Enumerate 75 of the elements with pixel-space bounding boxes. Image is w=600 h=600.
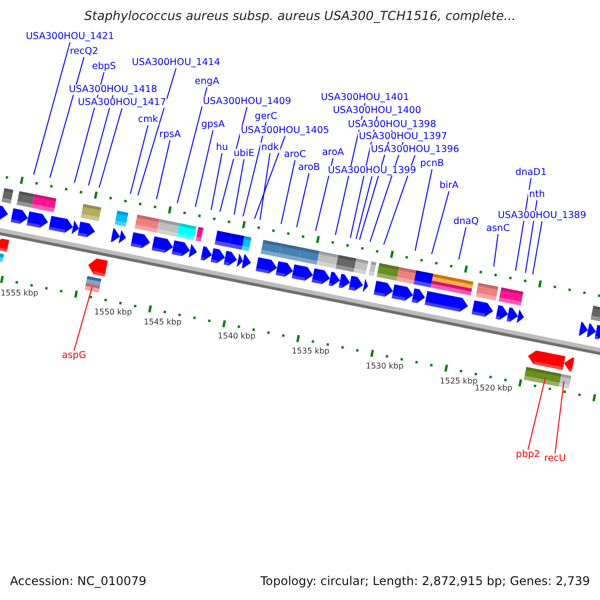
scale-label: 1545 kbp — [144, 318, 182, 328]
leader-line — [210, 152, 222, 211]
map-title: Staphylococcus aureus subsp. aureus USA300_TCH1516, complete... — [84, 9, 516, 23]
gene-label: USA300HOU_1405 — [240, 126, 330, 136]
leader-line — [130, 124, 148, 194]
gene-label: aroA — [321, 148, 345, 158]
footer-text: Topology: circular; Length: 2,872,915 bp; Genes: 2,739 — [260, 575, 590, 588]
gene-label: gerC — [254, 112, 278, 122]
gene-label: pbp2 — [514, 450, 542, 460]
footer-text: Accession: NC_010079 — [10, 575, 146, 588]
gene-label: USA300HOU_1398 — [346, 120, 438, 130]
leader-line — [414, 168, 432, 252]
leader-line — [98, 108, 122, 188]
gene-label: dnaD1 — [514, 168, 548, 178]
leader-line — [33, 42, 70, 176]
gene-label: USA300HOU_1417 — [76, 98, 168, 108]
leader-line — [74, 286, 93, 352]
gene-label: USA300HOU_1400 — [332, 106, 422, 116]
leader-line — [156, 140, 170, 200]
gene-label: ubiE — [232, 148, 256, 160]
leader-line — [493, 234, 498, 267]
leader-line — [137, 68, 176, 196]
gene-label: dnaQ — [452, 216, 480, 228]
gene-label: USA300HOU_1396 — [370, 144, 460, 156]
leader-line — [524, 200, 538, 274]
leader-line — [554, 380, 564, 454]
gene-label: USA300HOU_1409 — [202, 96, 292, 108]
leader-line — [49, 56, 84, 178]
leader-line — [458, 226, 466, 260]
leader-line — [296, 172, 310, 228]
gene-label: aspG — [60, 350, 88, 362]
gene-label: hu — [214, 142, 230, 154]
leader-line — [280, 160, 296, 224]
leader-line — [528, 377, 546, 450]
scale-label: 1530 kbp — [366, 362, 404, 372]
leader-line — [515, 178, 532, 272]
gene-label: asnC — [485, 224, 511, 234]
scale-label: 1540 kbp — [218, 333, 256, 342]
gene-label: USA300HOU_1397 — [358, 132, 448, 142]
gene-label: recU — [543, 454, 567, 464]
leader-line — [234, 158, 244, 216]
gene-label: USA300HOU_1414 — [130, 58, 222, 68]
leader-line — [356, 176, 372, 240]
scale-label: 1520 kbp — [474, 384, 512, 394]
gene-label: USA300HOU_1399 — [326, 166, 418, 176]
leader-line — [260, 152, 270, 220]
gene-label: USA300HOU_1401 — [320, 92, 410, 104]
leader-line — [315, 158, 334, 232]
scale-label: 1535 kbp — [292, 348, 330, 357]
leader-line — [242, 122, 266, 217]
leader-line — [254, 136, 286, 220]
gene-label: engA — [194, 76, 220, 88]
leader-line — [176, 86, 208, 204]
gene-label: birA — [438, 180, 460, 192]
leader-line — [532, 220, 542, 275]
gene-label: ebpS — [91, 62, 117, 72]
gene-label: nth — [528, 190, 546, 200]
gene-label: aroC — [283, 150, 307, 160]
gene-label: aroB — [297, 162, 321, 174]
gene-label: pcnB — [419, 158, 445, 170]
leader-line — [88, 94, 114, 186]
gene-label: USA300HOU_1421 — [24, 32, 116, 42]
gene-label: USA300HOU_1418 — [68, 84, 158, 96]
scale-label: 1550 kbp — [94, 308, 132, 318]
gene-label: gpsA — [200, 120, 226, 130]
gene-label: ndk — [260, 142, 280, 154]
scale-label: 1525 kbp — [440, 377, 478, 386]
leader-line — [383, 154, 416, 246]
gene-label: rpsA — [158, 130, 182, 140]
gene-label: cmk — [137, 114, 159, 126]
leader-line — [431, 190, 450, 255]
leader-line — [194, 130, 214, 208]
scale-label: 1555 kbp — [0, 290, 38, 298]
gene-label: recQ2 — [68, 46, 100, 58]
gene-label: USA300HOU_1389 — [496, 210, 588, 222]
